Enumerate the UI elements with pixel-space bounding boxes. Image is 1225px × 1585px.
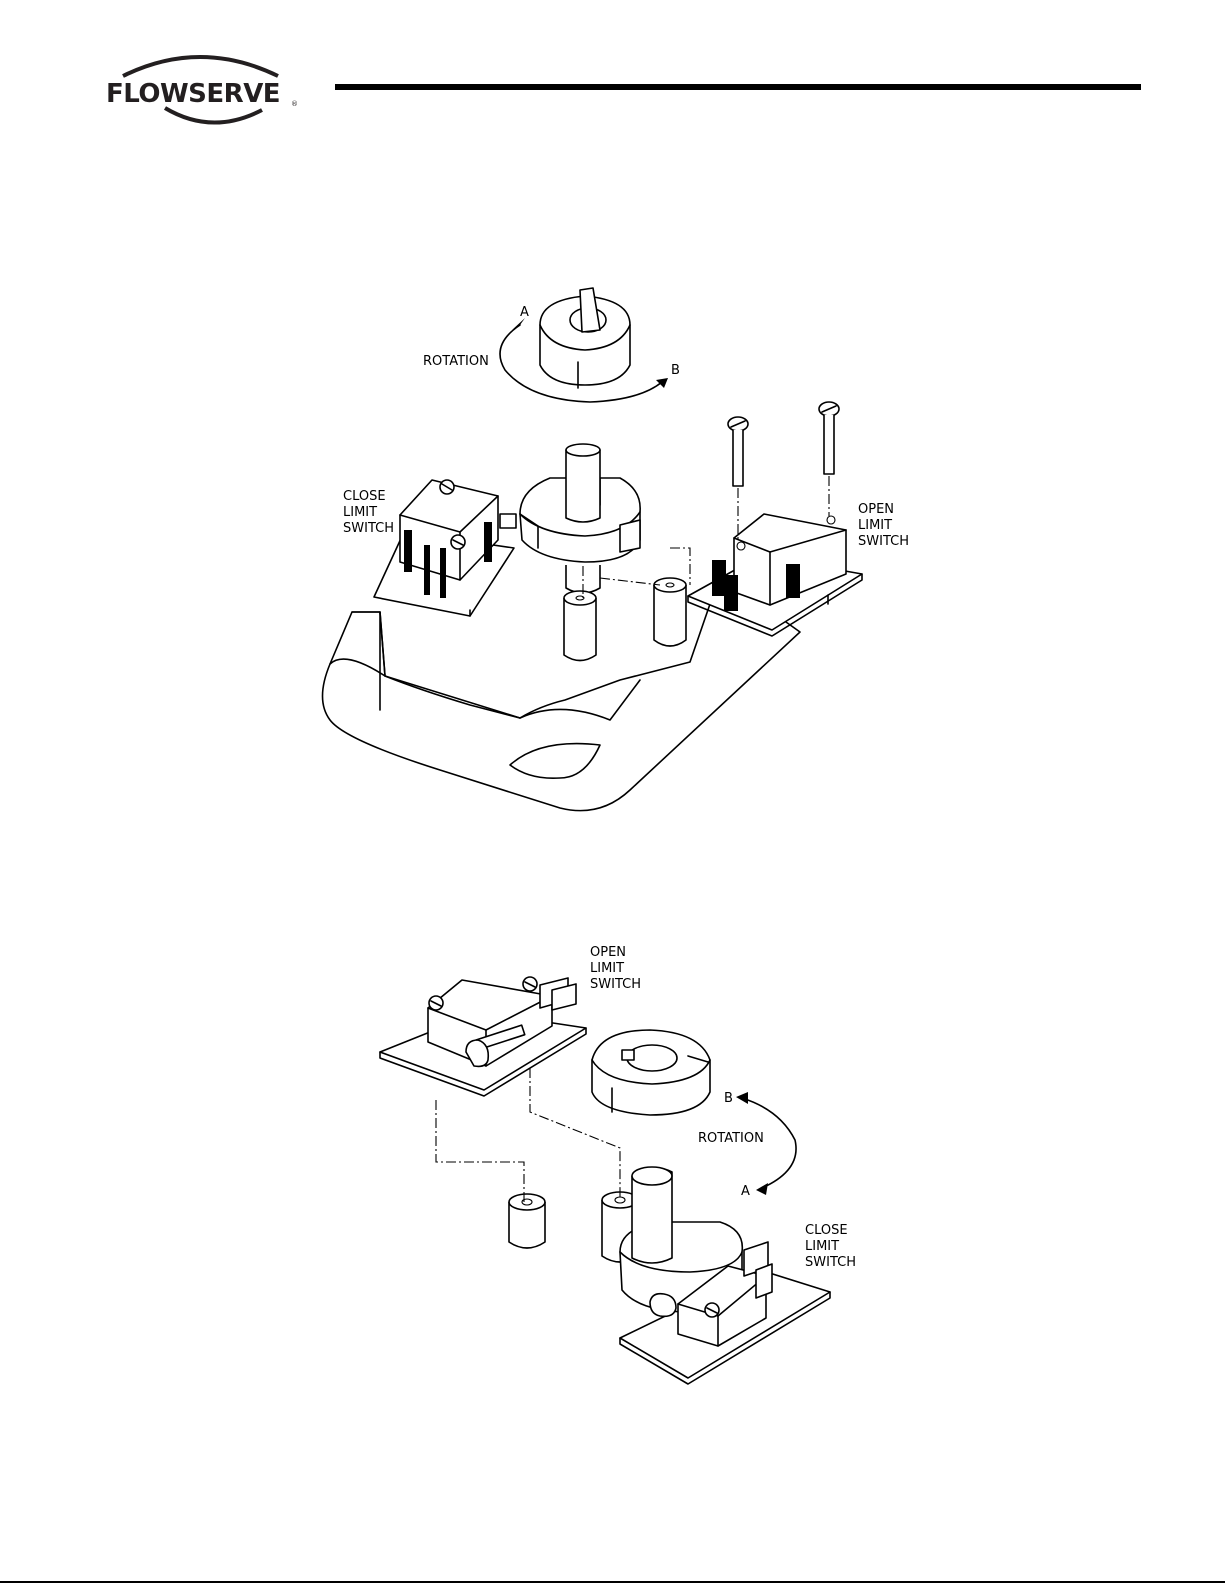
- header-rule: [335, 84, 1141, 90]
- standoff-bottom: [509, 1194, 545, 1248]
- screw-right-top: [819, 402, 839, 474]
- brand-name: FLOWSERVE: [106, 79, 280, 109]
- arrow-head-icon: [736, 1092, 748, 1104]
- close-limit-switch-top: [374, 480, 516, 616]
- open-switch-label-line2: LIMIT: [858, 518, 892, 533]
- open-switch-label-line1-bottom: OPEN: [590, 945, 626, 960]
- open-switch-label-line3: SWITCH: [858, 534, 909, 549]
- open-switch-label-line3-bottom: SWITCH: [590, 977, 641, 992]
- logo-arc-top-icon: [123, 57, 278, 76]
- rotation-label-bottom: ROTATION: [698, 1131, 764, 1146]
- flowserve-logo: FLOWSERVE ®: [106, 57, 298, 123]
- shaft-and-cam-top: [520, 444, 640, 593]
- arrow-head-icon: [756, 1183, 768, 1195]
- label-a-bottom: A: [741, 1184, 750, 1199]
- cam-bottom: [592, 1030, 710, 1115]
- label-b-bottom: B: [724, 1091, 733, 1106]
- figure-bottom: B A ROTATION OPEN LIMIT SWITCH CLOSE LIM…: [380, 945, 856, 1384]
- label-b-top: B: [671, 363, 680, 378]
- screw-left-top: [728, 417, 748, 486]
- rotation-label-top: ROTATION: [423, 354, 489, 369]
- close-switch-label-line3: SWITCH: [343, 521, 394, 536]
- close-switch-label-line1-bottom: CLOSE: [805, 1223, 848, 1238]
- close-switch-label-line1: CLOSE: [343, 489, 386, 504]
- header: FLOWSERVE ®: [106, 57, 1141, 123]
- close-switch-label-line3-bottom: SWITCH: [805, 1255, 856, 1270]
- cam-top: [540, 288, 630, 388]
- registered-mark: ®: [291, 100, 298, 108]
- standoff-right-top: [654, 578, 686, 646]
- close-switch-label-line2: LIMIT: [343, 505, 377, 520]
- footer-rule: [0, 1581, 1225, 1583]
- open-switch-label-line1: OPEN: [858, 502, 894, 517]
- close-limit-switch-bottom: [602, 1167, 830, 1384]
- arrow-head-icon: [656, 378, 668, 388]
- standoff-left-top: [564, 591, 596, 661]
- open-limit-switch-bottom: [380, 977, 586, 1096]
- close-switch-label-line2-bottom: LIMIT: [805, 1239, 839, 1254]
- open-switch-label-line2-bottom: LIMIT: [590, 961, 624, 976]
- figure-top: A B ROTATION CLOSE LIMIT SWITCH OPEN LIM…: [323, 288, 909, 811]
- label-a-top: A: [520, 305, 529, 320]
- logo-arc-bottom-icon: [165, 108, 262, 123]
